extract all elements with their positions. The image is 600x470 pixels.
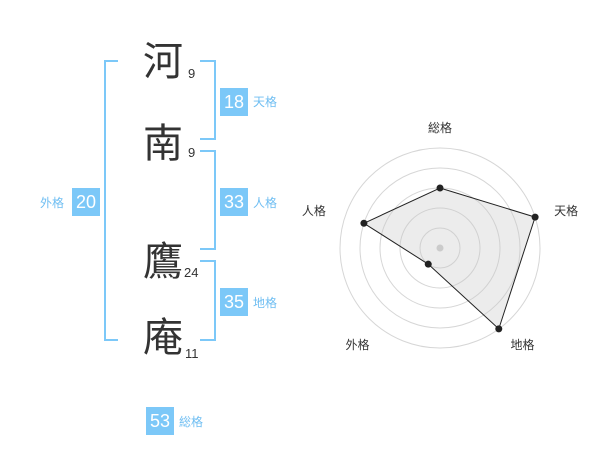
gaikaku-label: 外格 [40, 196, 65, 210]
jinkaku-label: 人格 [253, 196, 278, 210]
radar-axis-label: 外格 [345, 337, 369, 352]
radar-axis-label: 人格 [302, 203, 326, 218]
radar-axis-label: 総格 [428, 120, 452, 135]
name-char-1: 河 [143, 39, 183, 85]
radar-ring [359, 167, 521, 329]
jinkaku-value: 33 [220, 188, 248, 216]
radar-point [424, 260, 432, 268]
radar-ring [339, 147, 541, 349]
radar-center-dot [436, 244, 444, 252]
radar-ring [419, 227, 461, 269]
name-char-3: 鷹 [143, 239, 183, 285]
chikaku-bracket [200, 260, 216, 341]
radar-point [495, 325, 503, 333]
soukaku-value: 53 [146, 407, 174, 435]
stroke-count-4: 11 [185, 346, 199, 361]
radar-axis-label: 天格 [554, 203, 578, 218]
stroke-count-1: 9 [188, 66, 196, 81]
name-char-4: 庵 [143, 315, 183, 361]
radar-point [360, 219, 368, 227]
jinkaku-bracket [200, 150, 216, 250]
tenkaku-bracket [200, 60, 216, 140]
soukaku-label: 総格 [179, 415, 204, 429]
tenkaku-value: 18 [220, 88, 248, 116]
gaikaku-bracket [104, 60, 118, 341]
stroke-count-3: 24 [184, 265, 199, 280]
name-char-2: 南 [143, 121, 183, 167]
radar-area [362, 187, 536, 330]
gaikaku-value: 20 [72, 188, 100, 216]
radar-point [436, 184, 444, 192]
radar-grid [339, 147, 541, 349]
radar-ring [399, 207, 481, 289]
stroke-count-2: 9 [188, 145, 196, 160]
tenkaku-label: 天格 [253, 95, 278, 109]
radar-axis-label: 地格 [511, 337, 535, 352]
radar-points [360, 184, 539, 333]
chikaku-label: 地格 [253, 296, 278, 310]
chikaku-value: 35 [220, 288, 248, 316]
radar-point [531, 213, 539, 221]
